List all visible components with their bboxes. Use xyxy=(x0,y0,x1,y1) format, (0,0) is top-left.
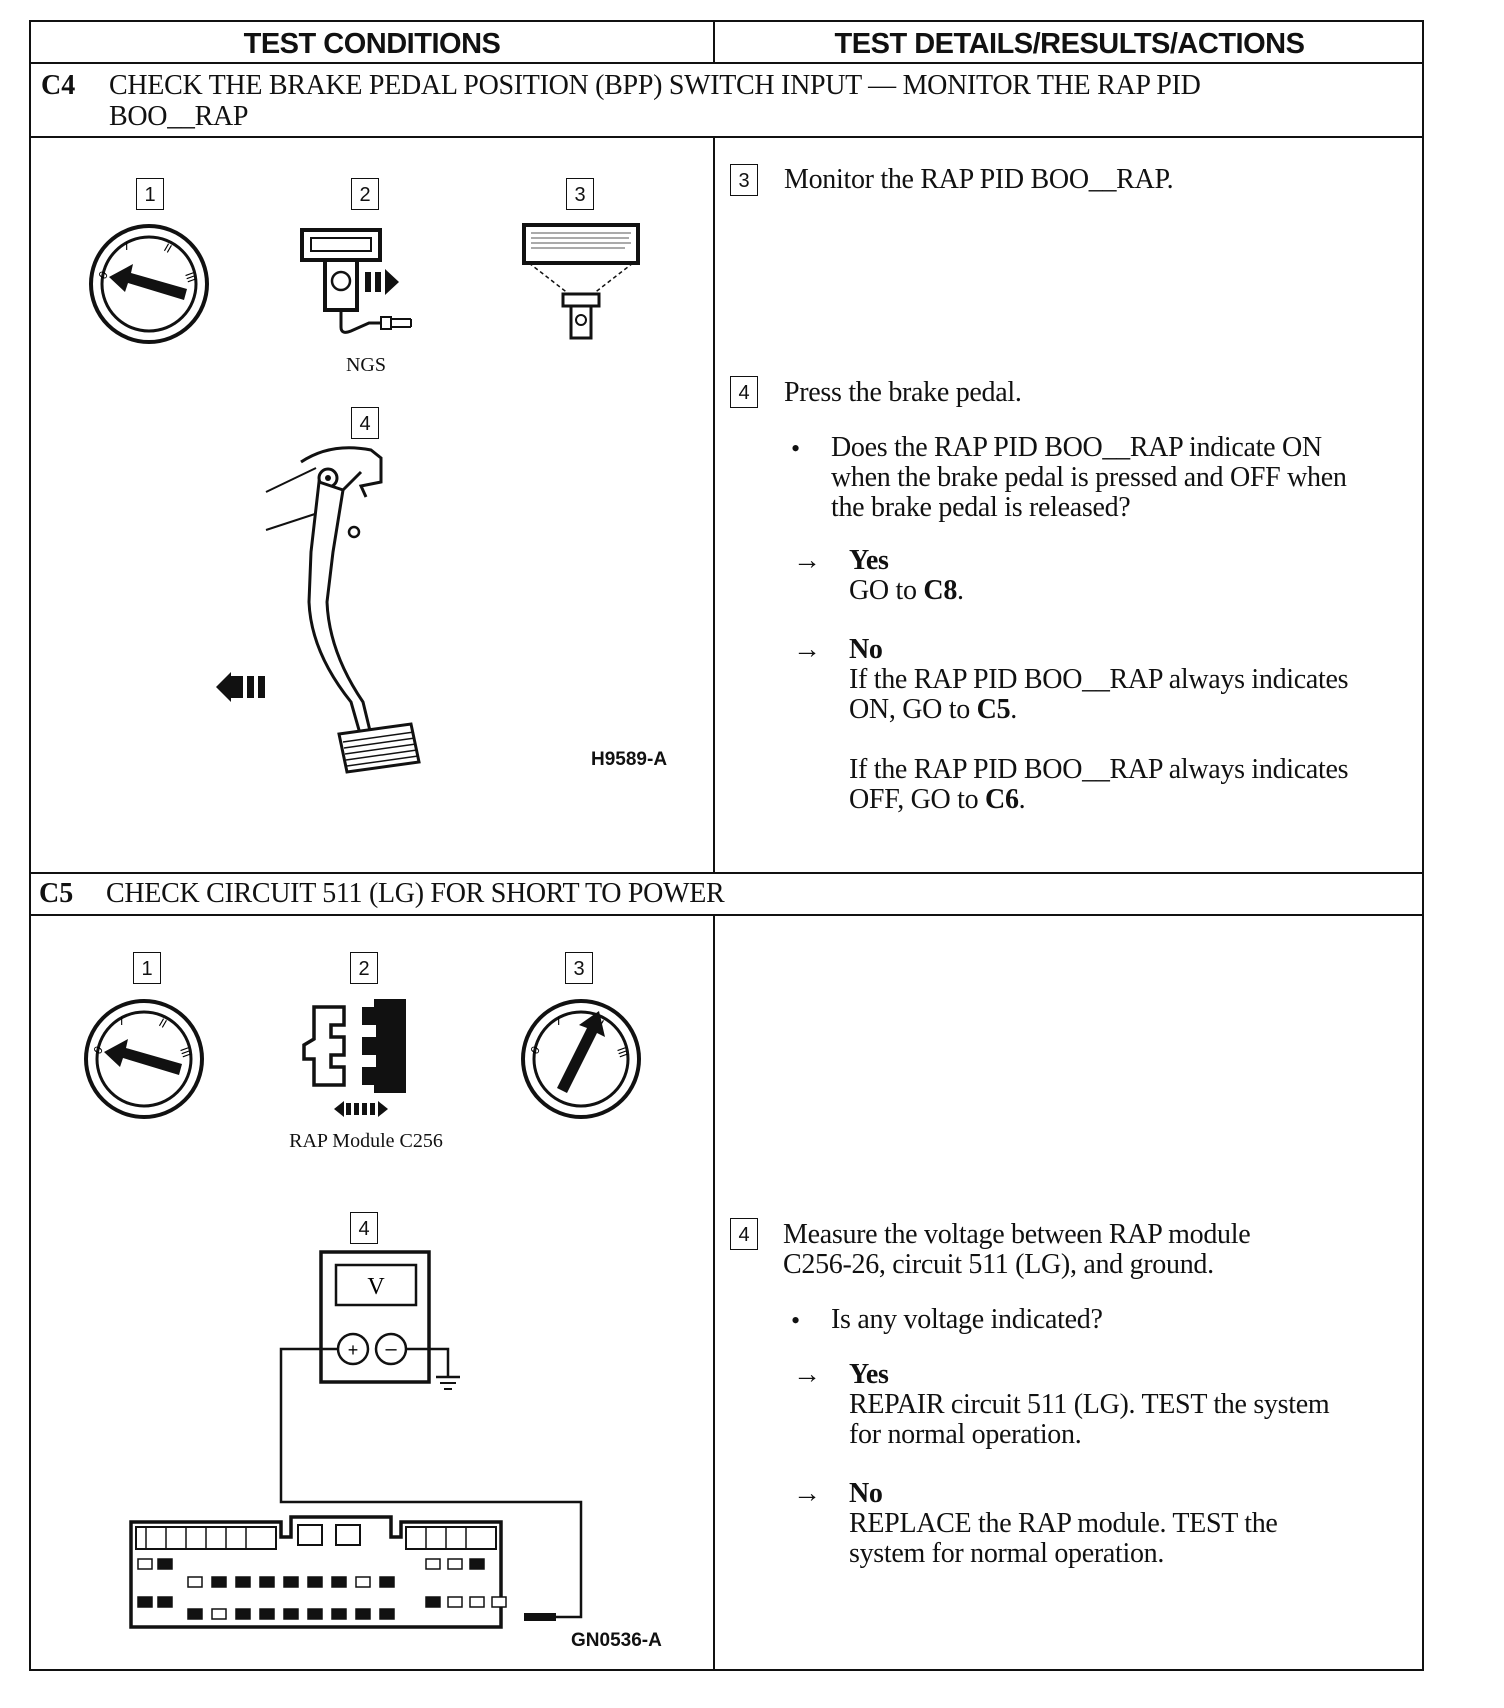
c5-no-action-line1: REPLACE the RAP module. TEST the xyxy=(849,1508,1278,1539)
c5-title-bottom-divider xyxy=(31,914,1422,916)
c4-step-4-box: 4 xyxy=(730,376,758,408)
c4-yes-action: GO to C8. xyxy=(849,575,964,606)
c4-fig-step-1: 1 xyxy=(136,178,164,210)
c4-title-divider xyxy=(31,136,1422,138)
c4-no-target-1[interactable]: C5 xyxy=(976,694,1011,725)
svg-text:I: I xyxy=(557,1014,560,1028)
c4-yes-label: Yes xyxy=(849,545,889,576)
c4-column-divider xyxy=(713,136,715,874)
svg-text:+: + xyxy=(348,1340,359,1360)
brake-pedal-icon xyxy=(216,446,421,774)
rap-module-caption: RAP Module C256 xyxy=(289,1130,443,1152)
c5-no-label: No xyxy=(849,1478,883,1509)
c4-step-3-box: 3 xyxy=(730,164,758,196)
c4-no-arrow: → xyxy=(793,634,821,665)
svg-text:III: III xyxy=(614,1045,631,1059)
svg-text:I: I xyxy=(125,239,128,253)
c4-question-bullet: • xyxy=(791,434,801,463)
c4-yes-arrow: → xyxy=(793,545,821,576)
rap-connector-icon xyxy=(129,1515,503,1629)
diagnostic-table: TEST CONDITIONS TEST DETAILS/RESULTS/ACT… xyxy=(29,20,1424,1671)
c5-step-4-box: 4 xyxy=(730,1218,758,1250)
c4-fig-step-3: 3 xyxy=(566,178,594,210)
c5-yes-action-line1: REPAIR circuit 511 (LG). TEST the system xyxy=(849,1389,1330,1420)
c4-no-condition-2: If the RAP PID BOO__RAP always indicates xyxy=(849,754,1349,785)
c4-section-title-line1: CHECK THE BRAKE PEDAL POSITION (BPP) SWI… xyxy=(109,70,1201,101)
header-column-divider xyxy=(713,22,715,64)
c5-question: Is any voltage indicated? xyxy=(831,1304,1103,1335)
c5-column-divider xyxy=(713,914,715,1671)
c5-yes-label: Yes xyxy=(849,1359,889,1390)
c5-title-top-divider xyxy=(31,872,1422,874)
ngs-caption: NGS xyxy=(345,354,386,376)
svg-text:–: – xyxy=(385,1338,397,1360)
c4-fig-step-4: 4 xyxy=(351,407,379,439)
c5-yes-action-line2: for normal operation. xyxy=(849,1419,1082,1450)
svg-text:III: III xyxy=(177,1045,194,1059)
c5-fig-step-3: 3 xyxy=(565,952,593,984)
meter-label: V xyxy=(367,1274,385,1300)
c5-section-title: CHECK CIRCUIT 511 (LG) FOR SHORT TO POWE… xyxy=(106,878,725,909)
c5-step-4-text-line2: C256-26, circuit 511 (LG), and ground. xyxy=(783,1249,1214,1280)
c5-figure-id: GN0536-A xyxy=(571,1630,662,1651)
c5-step-4-text-line1: Measure the voltage between RAP module xyxy=(783,1219,1251,1250)
c5-fig-step-2: 2 xyxy=(350,952,378,984)
c4-yes-target[interactable]: C8 xyxy=(923,575,958,606)
c4-step-3-text: Monitor the RAP PID BOO__RAP. xyxy=(784,164,1174,195)
c4-step-4-text: Press the brake pedal. xyxy=(784,377,1022,408)
c5-no-action-line2: system for normal operation. xyxy=(849,1538,1165,1569)
ngs-screen-icon xyxy=(522,223,640,340)
c5-fig-step-1: 1 xyxy=(133,952,161,984)
c4-section-title-line2: BOO__RAP xyxy=(109,101,249,132)
header-test-details: TEST DETAILS/RESULTS/ACTIONS xyxy=(834,28,1305,60)
c5-question-bullet: • xyxy=(791,1306,801,1335)
c4-section-id: C4 xyxy=(41,70,76,101)
ignition-switch-run-icon: 0 I II III xyxy=(521,999,641,1119)
c4-no-action-2: OFF, GO to C6. xyxy=(849,784,1026,815)
c4-question-line3: the brake pedal is released? xyxy=(831,492,1131,523)
ignition-switch-off-icon: 0 I II III xyxy=(89,224,209,344)
c4-figure-id: H9589-A xyxy=(591,749,668,770)
c4-question-line1: Does the RAP PID BOO__RAP indicate ON xyxy=(831,432,1322,463)
ngs-tester-icon xyxy=(300,228,412,334)
voltmeter-connector-diagram: V + – xyxy=(129,1250,583,1629)
c4-no-target-2[interactable]: C6 xyxy=(985,784,1019,815)
c4-no-action-1: ON, GO to C5. xyxy=(849,694,1017,725)
c5-yes-arrow: → xyxy=(793,1359,821,1390)
c4-fig-step-2: 2 xyxy=(351,178,379,210)
ignition-switch-off-icon: 0 I II III xyxy=(84,999,204,1119)
c4-no-label: No xyxy=(849,634,883,665)
c4-question-line2: when the brake pedal is pressed and OFF … xyxy=(831,462,1347,493)
c5-section-id: C5 xyxy=(39,878,74,909)
header-test-conditions: TEST CONDITIONS xyxy=(243,28,501,60)
svg-text:I: I xyxy=(120,1014,123,1028)
svg-text:III: III xyxy=(182,270,199,284)
connector-disconnect-icon xyxy=(302,999,406,1117)
c4-no-condition-1: If the RAP PID BOO__RAP always indicates xyxy=(849,664,1349,695)
c5-no-arrow: → xyxy=(793,1478,821,1509)
c5-fig-step-4: 4 xyxy=(350,1212,378,1244)
header-divider xyxy=(31,62,1422,64)
